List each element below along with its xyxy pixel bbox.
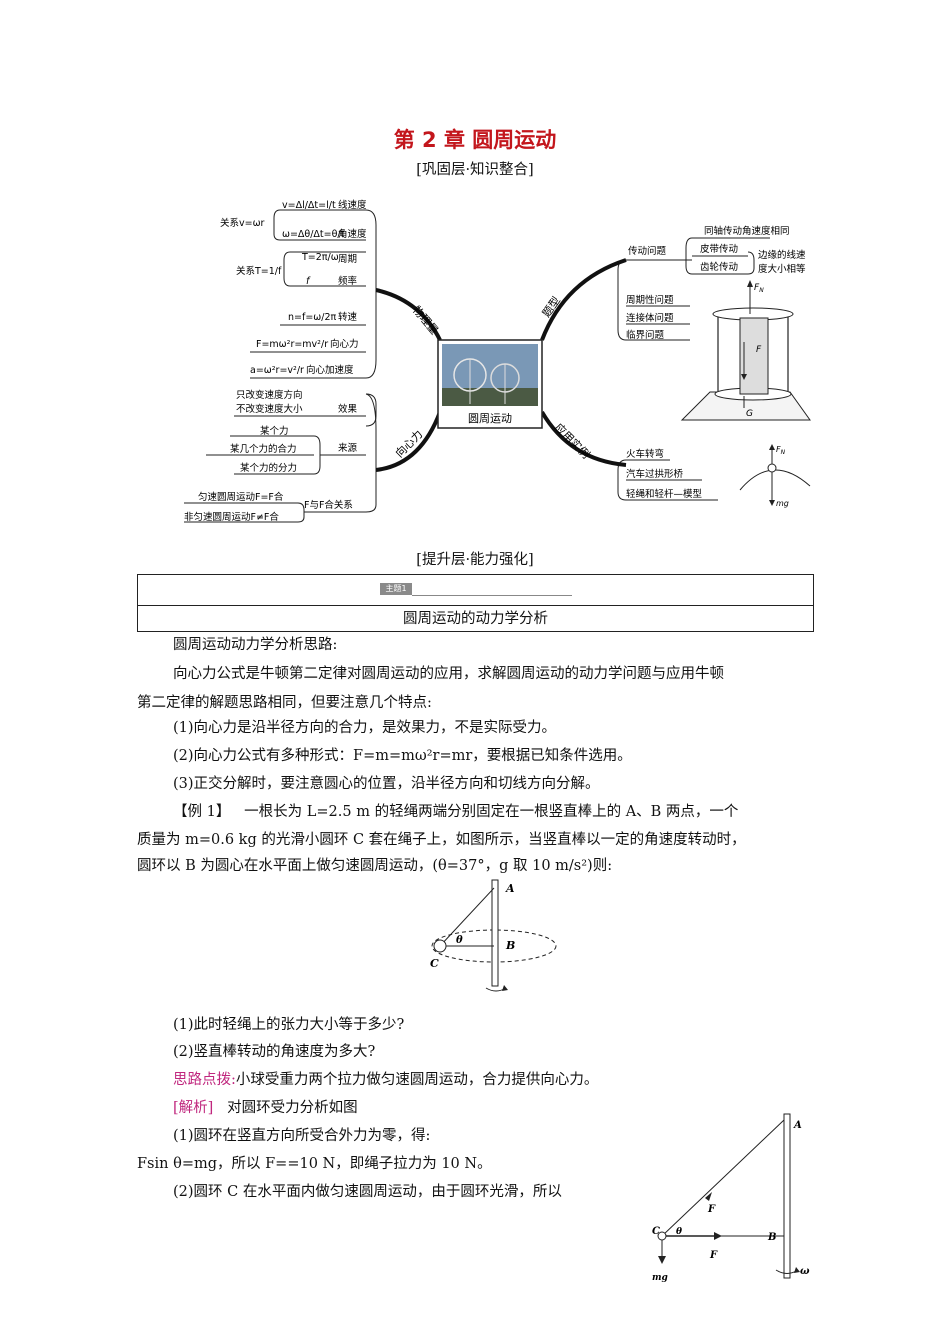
solution-line: Fsin θ=mg，所以 F==10 N，即绳子拉力为 10 N。 <box>137 1156 492 1172</box>
topic-title: 圆周运动的动力学分析 <box>403 611 548 627</box>
section-heading-improve: [提升层·能力强化] <box>416 552 534 568</box>
effect-label: 效果 <box>338 403 358 415</box>
example-line: 圆环以 B 为圆心在水平面上做匀速圆周运动，(θ=37°，g 取 10 m/s²… <box>137 858 613 874</box>
svg-text:C: C <box>652 1226 660 1237</box>
gear: 齿轮传动 <box>700 261 738 273</box>
f-symbol: f <box>306 276 311 287</box>
effect-line2: 不改变速度大小 <box>236 403 303 415</box>
svg-text:A: A <box>793 1120 802 1131</box>
v-formula: v=Δl/Δt=l/t <box>282 200 336 211</box>
svg-text:FN: FN <box>754 283 764 294</box>
relation-T: 关系T=1/f <box>236 265 282 277</box>
solution-label: [解析] <box>173 1100 214 1116</box>
uniform-relation: 匀速圆周运动F=F合 <box>198 491 284 503</box>
force-diagram: A B C θ F F mg ω <box>652 1113 810 1283</box>
transmission: 传动问题 <box>628 245 667 257</box>
question-2: (2)竖直棒转动的角速度为多大? <box>173 1044 376 1060</box>
v-label: 线速度 <box>338 199 367 211</box>
text-line: 第二定律的解题思路相同，但要注意几个特点: <box>137 695 432 711</box>
svg-text:F: F <box>709 1250 718 1261</box>
branch-application: 应用实例 <box>552 420 593 461</box>
source-2: 某几个力的合力 <box>230 443 297 455</box>
periodic: 周期性问题 <box>626 294 674 306</box>
source-1: 某个力 <box>260 425 289 437</box>
text-line: (2)向心力公式有多种形式：F=m=mω²r=mr，要根据已知条件选用。 <box>173 748 632 764</box>
effect-line1: 只改变速度方向 <box>236 389 303 401</box>
center-label: 圆周运动 <box>468 412 512 425</box>
F-label: 向心力 <box>330 338 359 350</box>
bridge: 汽车过拱形桥 <box>626 468 684 480</box>
question-1: (1)此时轻绳上的张力大小等于多少? <box>173 1017 405 1033</box>
svg-text:G: G <box>746 409 753 419</box>
solution-line: (2)圆环 C 在水平面内做匀速圆周运动，由于圆环光滑，所以 <box>173 1184 562 1200</box>
example-figure: A B C θ <box>430 879 557 992</box>
nonuniform-relation: 非匀速圆周运动F≠F合 <box>184 511 279 523</box>
a-formula: a=ω²r=v²/r <box>250 365 304 376</box>
source-3: 某个力的分力 <box>240 462 297 474</box>
edge-line1: 边缘的线速 <box>758 249 806 261</box>
text-line: (1)向心力是沿半径方向的合力，是效果力，不是实际受力。 <box>173 720 557 736</box>
example-line: 一根长为 L=2.5 m 的轻绳两端分别固定在一根竖直棒上的 A、B 两点，一个 <box>244 804 739 820</box>
knowledge-mindmap: 圆周运动 物理量 题型 向心力 应用实例 关系v=ωr v=Δl/Δt=l/t … <box>184 199 811 523</box>
arch-bridge-illustration: FN mg <box>739 444 811 508</box>
belt: 皮带传动 <box>700 243 738 255</box>
T-label: 周期 <box>338 254 357 265</box>
example-label: 【例 1】 <box>173 804 231 820</box>
edge-line2: 度大小相等 <box>758 263 806 275</box>
svg-text:C: C <box>430 957 439 970</box>
hint-label: 思路点拨: <box>173 1072 236 1088</box>
branch-problems: 题型 <box>539 294 563 320</box>
critical: 临界问题 <box>626 329 665 341</box>
text-line: 向心力公式是牛顿第二定律对圆周运动的应用，求解圆周运动的动力学问题与应用牛顿 <box>173 666 724 682</box>
svg-text:θ: θ <box>676 1227 682 1237</box>
coaxial: 同轴传动角速度相同 <box>704 225 790 237</box>
svg-text:mg: mg <box>776 499 789 508</box>
example-line: 质量为 m=0.6 kg 的光滑小圆环 C 套在绳子上，如图所示，当竖直棒以一定… <box>137 832 746 848</box>
F-formula: F=mω²r=mv²/r <box>256 339 328 350</box>
f-label: 频率 <box>338 275 358 287</box>
rope-model: 轻绳和轻杆—模型 <box>626 488 703 500</box>
n-label: 转速 <box>338 311 358 323</box>
branch-physics: 物理量 <box>410 303 442 337</box>
text-line: 圆周运动动力学分析思路: <box>173 637 338 653</box>
svg-text:B: B <box>505 939 515 952</box>
svg-text:FN: FN <box>776 445 786 456</box>
w-formula: ω=Δθ/Δt=θ/t <box>282 229 345 240</box>
relation-v: 关系v=ωr <box>220 217 265 229</box>
topic-box: 主题1 圆周运动的动力学分析 <box>137 574 814 632</box>
solution-line: (1)圆环在竖直方向所受合外力为零，得: <box>173 1128 431 1144</box>
solution-text: 对圆环受力分析如图 <box>227 1100 358 1116</box>
svg-text:F: F <box>756 345 762 355</box>
svg-text:F: F <box>707 1204 716 1215</box>
svg-text:A: A <box>505 882 515 895</box>
svg-text:B: B <box>767 1232 776 1243</box>
text-line: (3)正交分解时，要注意圆心的位置，沿半径方向和切线方向分解。 <box>173 776 600 792</box>
section-heading-consolidate: [巩固层·知识整合] <box>416 162 534 178</box>
svg-text:mg: mg <box>652 1273 668 1283</box>
relation-label: F与F合关系 <box>304 499 353 511</box>
connected: 连接体问题 <box>626 312 674 324</box>
svg-text:ω: ω <box>800 1266 810 1277</box>
train: 火车转弯 <box>626 448 664 460</box>
svg-text:θ: θ <box>456 935 463 946</box>
w-label: 角速度 <box>338 228 367 240</box>
T-formula: T=2π/ω <box>301 252 339 263</box>
topic-tag: 主题1 <box>380 583 412 595</box>
rotor-illustration: FN F G <box>680 280 811 421</box>
a-label: 向心加速度 <box>306 364 354 376</box>
chapter-title: 第 2 章 圆周运动 <box>393 128 557 152</box>
n-formula: n=f=ω/2π <box>288 312 336 323</box>
hint-text: 小球受重力两个拉力做匀速圆周运动，合力提供向心力。 <box>235 1072 599 1088</box>
source-label: 来源 <box>338 443 358 454</box>
